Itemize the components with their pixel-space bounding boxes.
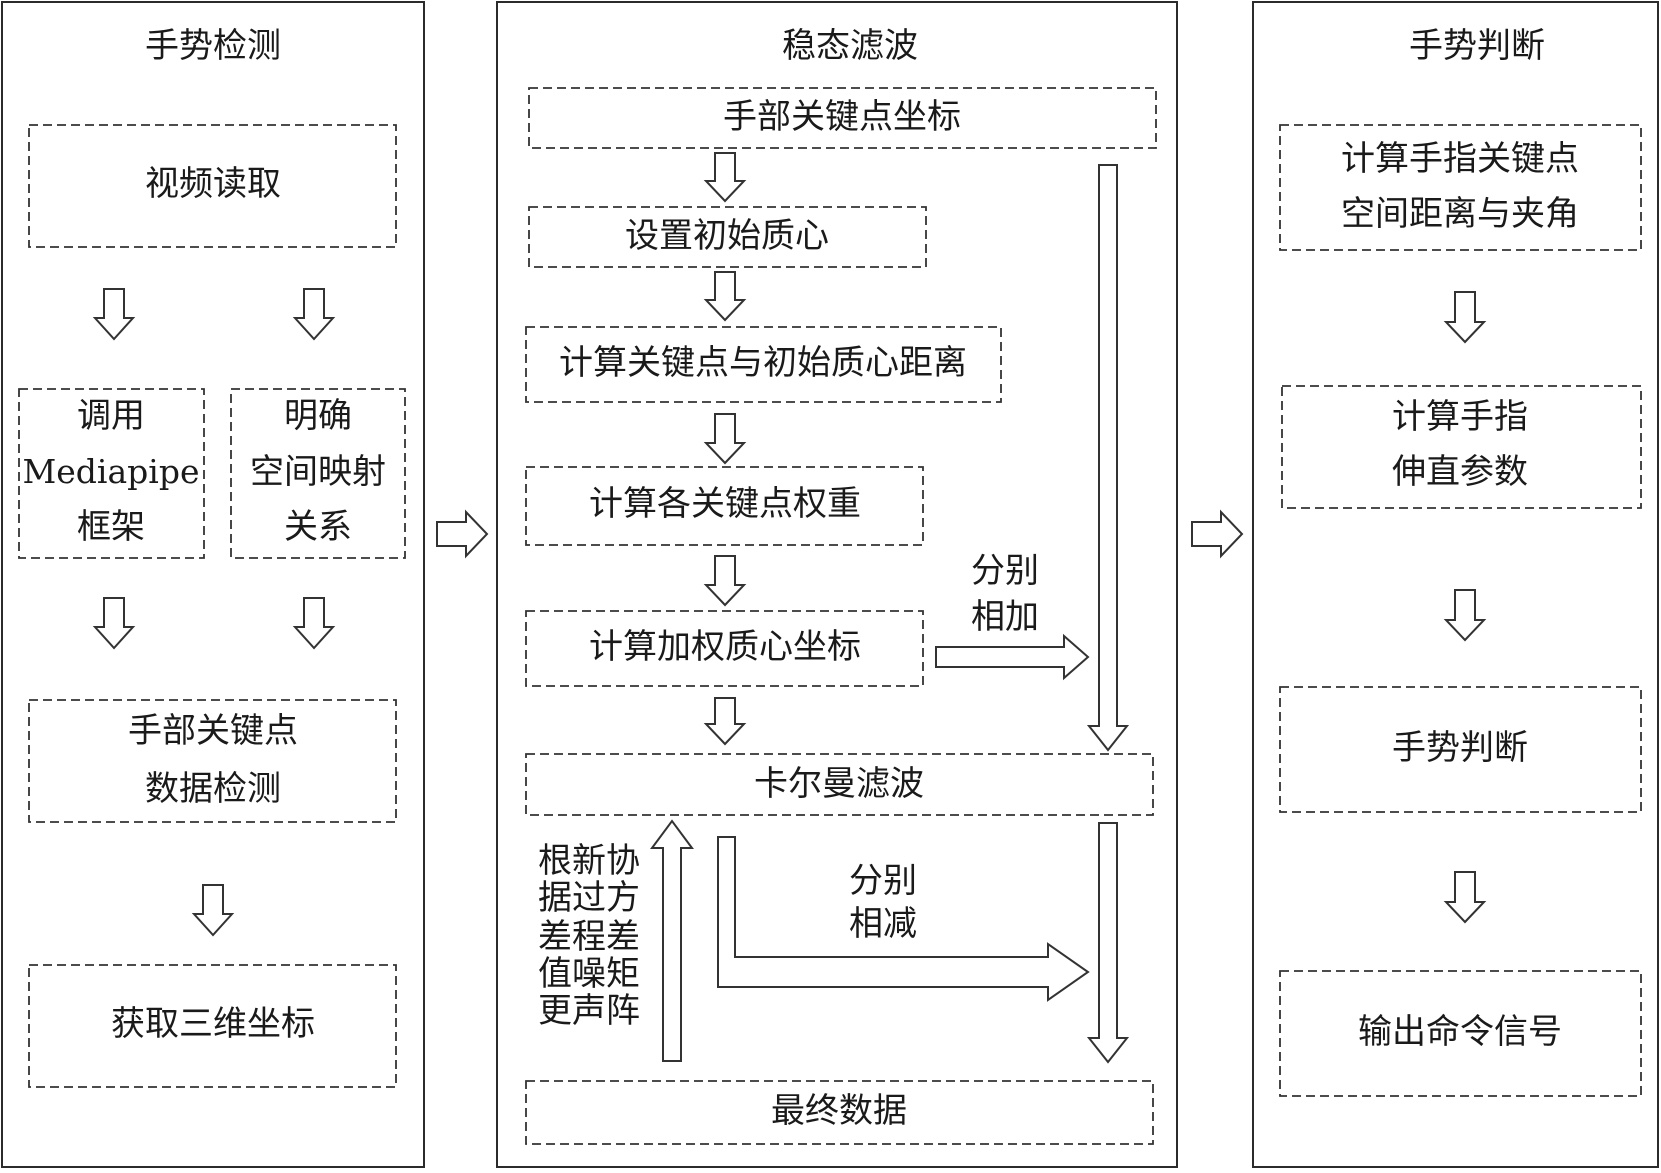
output-label: 输出命令信号 bbox=[1358, 1012, 1562, 1052]
arrow-down-small bbox=[292, 288, 336, 341]
arrow-down-small bbox=[1443, 871, 1487, 924]
weighted-centroid-label: 计算加权质心坐标 bbox=[589, 627, 861, 667]
arrow-down-small bbox=[191, 884, 235, 937]
spatial-line-1: 明确 bbox=[284, 396, 352, 436]
arrow-subtract bbox=[717, 836, 1090, 1002]
box-keypoint-detection bbox=[28, 699, 397, 823]
kalman-label: 卡尔曼滤波 bbox=[754, 764, 924, 804]
arrow-down-small bbox=[703, 271, 747, 322]
keypoint-detect-line-2: 数据检测 bbox=[145, 769, 281, 809]
sub-label-line-2: 相减 bbox=[849, 904, 917, 944]
set-centroid-label: 设置初始质心 bbox=[625, 216, 829, 256]
mediapipe-line-1: 调用 bbox=[77, 396, 145, 436]
box-spatial-mapping bbox=[230, 388, 406, 559]
update-label-line-3: 差程差 bbox=[538, 917, 640, 957]
add-label-line-2: 相加 bbox=[971, 597, 1039, 637]
calc-space-line-1: 计算手指关键点 bbox=[1341, 139, 1579, 179]
box-output-command bbox=[1279, 970, 1642, 1097]
panel-title-right: 手势判断 bbox=[1409, 26, 1545, 66]
arrow-down-long bbox=[1086, 164, 1130, 752]
mediapipe-line-2: Mediapipe bbox=[22, 452, 199, 491]
calc-weights-label: 计算各关键点权重 bbox=[589, 484, 861, 524]
get-3d-label: 获取三维坐标 bbox=[111, 1004, 315, 1044]
final-data-label: 最终数据 bbox=[771, 1091, 907, 1131]
box-weighted-centroid bbox=[525, 610, 924, 687]
gesture-judge-label: 手势判断 bbox=[1392, 728, 1528, 768]
arrow-right-to-judge bbox=[1191, 509, 1244, 559]
mediapipe-line-3: 框架 bbox=[77, 507, 145, 547]
arrow-down-small bbox=[292, 597, 336, 650]
box-get-3d-coords bbox=[28, 964, 397, 1088]
box-call-mediapipe bbox=[18, 388, 205, 559]
keypoint-detect-line-1: 手部关键点 bbox=[128, 711, 298, 751]
update-label-line-4: 值噪矩 bbox=[538, 954, 640, 994]
arrow-down-small bbox=[703, 152, 747, 203]
arrow-down-small bbox=[703, 555, 747, 607]
arrow-down-small bbox=[1443, 589, 1487, 642]
arrow-add bbox=[935, 633, 1090, 681]
box-calc-distance bbox=[525, 326, 1002, 403]
spatial-line-2: 空间映射 bbox=[250, 452, 386, 492]
update-label-line-5: 更声阵 bbox=[538, 991, 640, 1031]
calc-straight-line-2: 伸直参数 bbox=[1392, 452, 1528, 492]
calc-space-line-2: 空间距离与夹角 bbox=[1341, 194, 1579, 234]
panel-title-middle: 稳态滤波 bbox=[782, 26, 918, 66]
box-final-data bbox=[525, 1080, 1154, 1145]
box-calc-straight bbox=[1281, 385, 1642, 509]
update-label-line-2: 据过方 bbox=[538, 878, 640, 918]
update-label-line-1: 根新协 bbox=[538, 841, 640, 881]
sub-label-line-1: 分别 bbox=[849, 861, 917, 901]
box-hand-keypoint-coords bbox=[528, 87, 1157, 149]
arrow-up-update bbox=[650, 819, 694, 1062]
box-set-initial-centroid bbox=[528, 206, 927, 268]
arrow-down-small bbox=[703, 413, 747, 465]
add-label-line-1: 分别 bbox=[971, 551, 1039, 591]
arrow-right-to-filter bbox=[436, 509, 489, 559]
arrow-down-small bbox=[1443, 291, 1487, 344]
box-gesture-judge bbox=[1279, 686, 1642, 813]
panel-title-left: 手势检测 bbox=[145, 26, 281, 66]
arrow-down-small bbox=[703, 697, 747, 746]
spatial-line-3: 关系 bbox=[284, 507, 352, 547]
calc-straight-line-1: 计算手指 bbox=[1392, 397, 1528, 437]
arrow-down-small bbox=[92, 597, 136, 650]
arrow-down-small bbox=[92, 288, 136, 341]
box-video-read-label: 视频读取 bbox=[145, 164, 281, 204]
box-kalman-filter bbox=[525, 753, 1154, 816]
arrow-down-long bbox=[1086, 822, 1130, 1064]
hand-keypoint-coords-label: 手部关键点坐标 bbox=[723, 97, 961, 137]
calc-distance-label: 计算关键点与初始质心距离 bbox=[559, 343, 967, 383]
box-calc-weights bbox=[525, 466, 924, 546]
box-calc-space bbox=[1279, 124, 1642, 251]
box-video-read bbox=[28, 124, 397, 248]
